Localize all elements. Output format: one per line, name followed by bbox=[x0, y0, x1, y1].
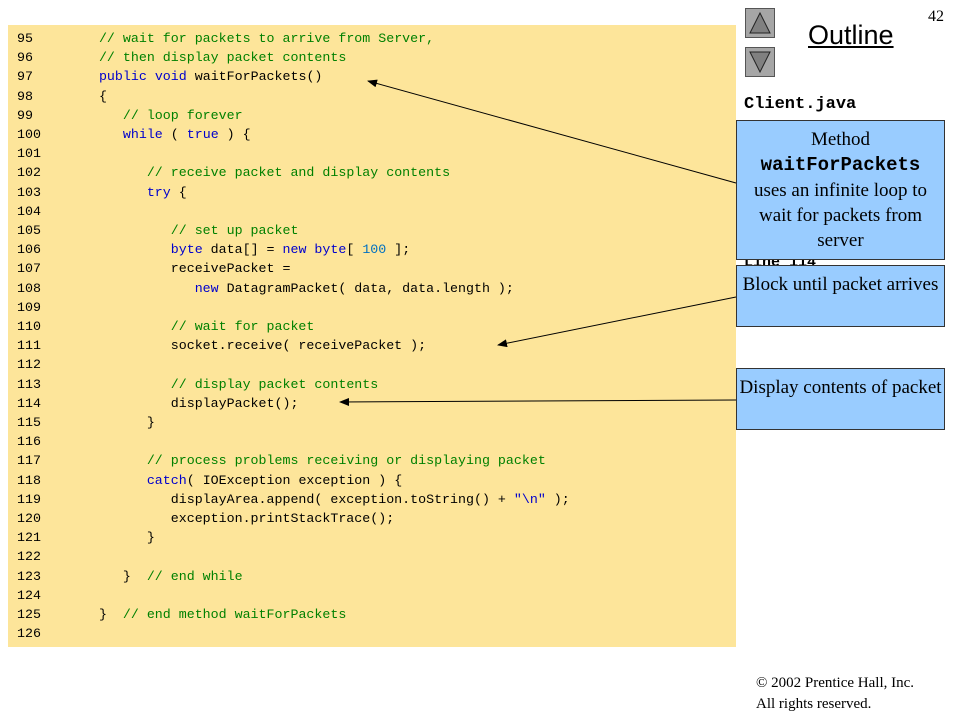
code-text: try { bbox=[146, 184, 187, 200]
line-number: 121 bbox=[17, 530, 41, 546]
copyright-line: © 2002 Prentice Hall, Inc. bbox=[756, 675, 915, 691]
callout-display-contents: Display contents of packet bbox=[736, 368, 945, 430]
code-text: } // end method waitForPackets bbox=[75, 607, 347, 622]
line-number: 99 bbox=[17, 107, 33, 123]
line-number: 125 bbox=[17, 607, 41, 622]
arrow-to-receive bbox=[497, 296, 737, 348]
code-text: // receive packet and display contents bbox=[146, 165, 451, 181]
code-text: // wait for packet bbox=[170, 319, 315, 334]
copyright: © 2002 Prentice Hall, Inc. All rights re… bbox=[756, 673, 914, 715]
code-text: // loop forever bbox=[122, 107, 243, 123]
code-text: while ( true ) { bbox=[122, 127, 251, 142]
file-title: Client.java bbox=[744, 95, 857, 114]
line-number: 98 bbox=[17, 88, 33, 104]
line-number: 104 bbox=[17, 203, 41, 219]
code-text: new DatagramPacket( data, data.length ); bbox=[194, 280, 514, 296]
line-number: 116 bbox=[17, 434, 41, 450]
callout-wait-for-packets: Method waitForPackets uses an infinite l… bbox=[736, 120, 945, 260]
triangle-down-icon bbox=[749, 51, 771, 74]
line-number: 105 bbox=[17, 223, 41, 238]
line-number: 110 bbox=[17, 319, 41, 334]
line-number: 111 bbox=[17, 338, 41, 354]
code-text: displayArea.append( exception.toString()… bbox=[75, 491, 570, 507]
outline-link[interactable]: Outline bbox=[808, 20, 894, 50]
code-text: // display packet contents bbox=[170, 376, 379, 392]
line-number: 113 bbox=[17, 376, 41, 392]
line-number: 96 bbox=[17, 50, 33, 66]
line-number: 118 bbox=[17, 472, 41, 488]
triangle-up-icon bbox=[749, 11, 771, 34]
line-number: 102 bbox=[17, 165, 41, 181]
line-number: 103 bbox=[17, 184, 41, 200]
next-slide-button[interactable] bbox=[745, 47, 775, 77]
code-text: receivePacket = bbox=[75, 261, 291, 277]
page-number: 42 bbox=[928, 8, 944, 25]
arrow-to-method bbox=[367, 79, 737, 184]
code-text: // wait for packets to arrive from Serve… bbox=[98, 31, 435, 46]
line-number: 119 bbox=[17, 491, 41, 507]
line-number: 124 bbox=[17, 587, 41, 603]
code-text: // then display packet contents bbox=[98, 50, 347, 66]
line-number: 95 bbox=[17, 31, 33, 46]
code-text: } bbox=[75, 415, 155, 430]
line-number: 108 bbox=[17, 280, 41, 296]
code-panel: 95 // wait for packets to arrive from Se… bbox=[8, 25, 736, 647]
line-number: 112 bbox=[17, 357, 41, 373]
line-number: 97 bbox=[17, 69, 33, 85]
copyright-line: All rights reserved. bbox=[756, 696, 872, 712]
code-text: // process problems receiving or display… bbox=[146, 453, 546, 469]
code-text: socket.receive( receivePacket ); bbox=[75, 338, 427, 354]
line-number: 123 bbox=[17, 568, 41, 584]
callout-code: waitForPackets bbox=[760, 154, 921, 176]
line-number: 115 bbox=[17, 415, 41, 430]
line-number: 117 bbox=[17, 453, 41, 469]
callout-text: uses an infinite loop to wait for packet… bbox=[753, 180, 928, 251]
code-text: exception.printStackTrace(); bbox=[75, 511, 395, 526]
code-text: public void waitForPackets() bbox=[98, 69, 323, 85]
line-number: 120 bbox=[17, 511, 41, 526]
callout-text: Display contents of packet bbox=[739, 377, 942, 398]
code-text: } // end while bbox=[75, 568, 243, 584]
line-number: 126 bbox=[17, 626, 41, 642]
previous-slide-button[interactable] bbox=[745, 8, 775, 38]
line-number: 106 bbox=[17, 242, 41, 258]
arrow-to-display bbox=[339, 397, 737, 406]
code-text: } bbox=[75, 530, 155, 546]
code-text: { bbox=[75, 88, 107, 104]
line-number: 107 bbox=[17, 261, 41, 277]
callout-block-until-arrives: Block until packet arrives bbox=[736, 265, 945, 327]
callout-text: Method bbox=[810, 129, 871, 150]
line-number: 122 bbox=[17, 549, 41, 565]
code-text: catch( IOException exception ) { bbox=[146, 472, 403, 488]
code-text: byte data[] = new byte[ 100 ]; bbox=[170, 242, 411, 258]
line-number: 100 bbox=[17, 127, 41, 142]
callout-text: Block until packet arrives bbox=[742, 274, 939, 295]
line-number: 101 bbox=[17, 146, 41, 162]
code-text: // set up packet bbox=[170, 223, 299, 238]
line-number: 109 bbox=[17, 299, 41, 315]
code-text: displayPacket(); bbox=[75, 395, 299, 411]
line-number: 114 bbox=[17, 395, 41, 411]
